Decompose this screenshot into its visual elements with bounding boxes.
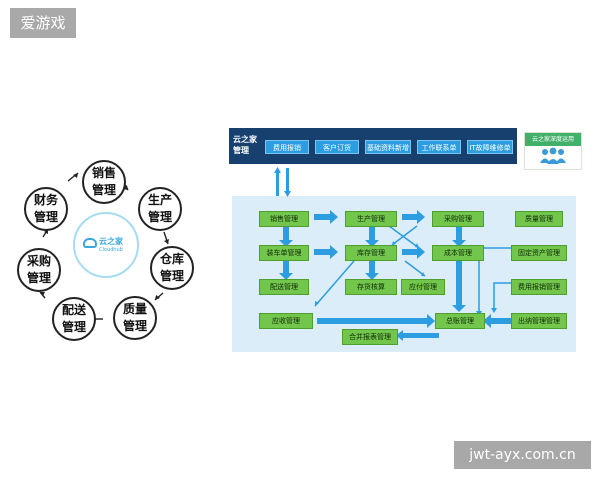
cycle-node-delivery: 配送管理 — [52, 297, 96, 341]
header-item-basic-data: 基础资料新增 — [365, 140, 411, 154]
header-item-work-contact: 工作联系单 — [417, 140, 461, 154]
header-item-it-repair: IT故障维修单 — [467, 140, 513, 154]
cycle-node-finance: 财务管理 — [24, 187, 68, 231]
box-expense-management: 费用报销管理 — [511, 279, 567, 295]
header-item-expense: 费用报销 — [265, 140, 309, 154]
box-inventory-management: 库存管理 — [345, 245, 397, 261]
box-cashier-management: 出纳管理管理 — [511, 313, 567, 329]
people-icon — [540, 147, 566, 164]
box-loading-management: 装车单管理 — [259, 245, 309, 261]
cloudhub-header-bar: 云之家管理 费用报销 客户订货 基础资料新增 工作联系单 IT故障维修单 — [229, 128, 517, 164]
cloudhub-logo: 云之家 Cloudhub — [73, 212, 139, 278]
box-quality-management: 质量管理 — [515, 211, 563, 227]
management-cycle-diagram: 销售管理 生产管理 仓库管理 质量管理 配送管理 采购管理 财务管理 云之家 C… — [0, 0, 210, 480]
cloud-deep-use-box: 云之家深度运用 — [524, 132, 582, 170]
cycle-node-purchasing: 采购管理 — [17, 248, 61, 292]
header-item-order: 客户订货 — [315, 140, 359, 154]
system-flowchart: 云之家管理 费用报销 客户订货 基础资料新增 工作联系单 IT故障维修单 云之家… — [229, 128, 582, 356]
site-tag: 爱游戏 — [10, 8, 76, 38]
cycle-node-sales: 销售管理 — [82, 160, 126, 204]
box-inventory-accounting: 存货核算 — [345, 279, 397, 295]
box-purchasing-management: 采购管理 — [432, 211, 484, 227]
cloud-icon — [83, 238, 97, 248]
box-sales-management: 销售管理 — [259, 211, 309, 227]
cloud-deep-use-label: 云之家深度运用 — [525, 133, 581, 146]
box-payables-management: 应付管理 — [401, 279, 445, 295]
box-consolidated-reports: 合并报表管理 — [342, 329, 398, 345]
cycle-node-warehouse: 仓库管理 — [150, 246, 194, 290]
box-delivery-management: 配送管理 — [259, 279, 309, 295]
header-title: 云之家管理 — [233, 135, 257, 155]
cycle-node-production: 生产管理 — [138, 187, 182, 231]
cycle-node-quality: 质量管理 — [113, 296, 157, 340]
box-receivables-management: 应收管理 — [259, 313, 313, 329]
site-url: jwt-ayx.com.cn — [454, 441, 591, 469]
box-fixed-asset-management: 固定资产管理 — [511, 245, 567, 261]
box-production-management: 生产管理 — [345, 211, 397, 227]
box-cost-management: 成本管理 — [432, 245, 484, 261]
box-general-ledger: 总账管理 — [435, 313, 485, 329]
